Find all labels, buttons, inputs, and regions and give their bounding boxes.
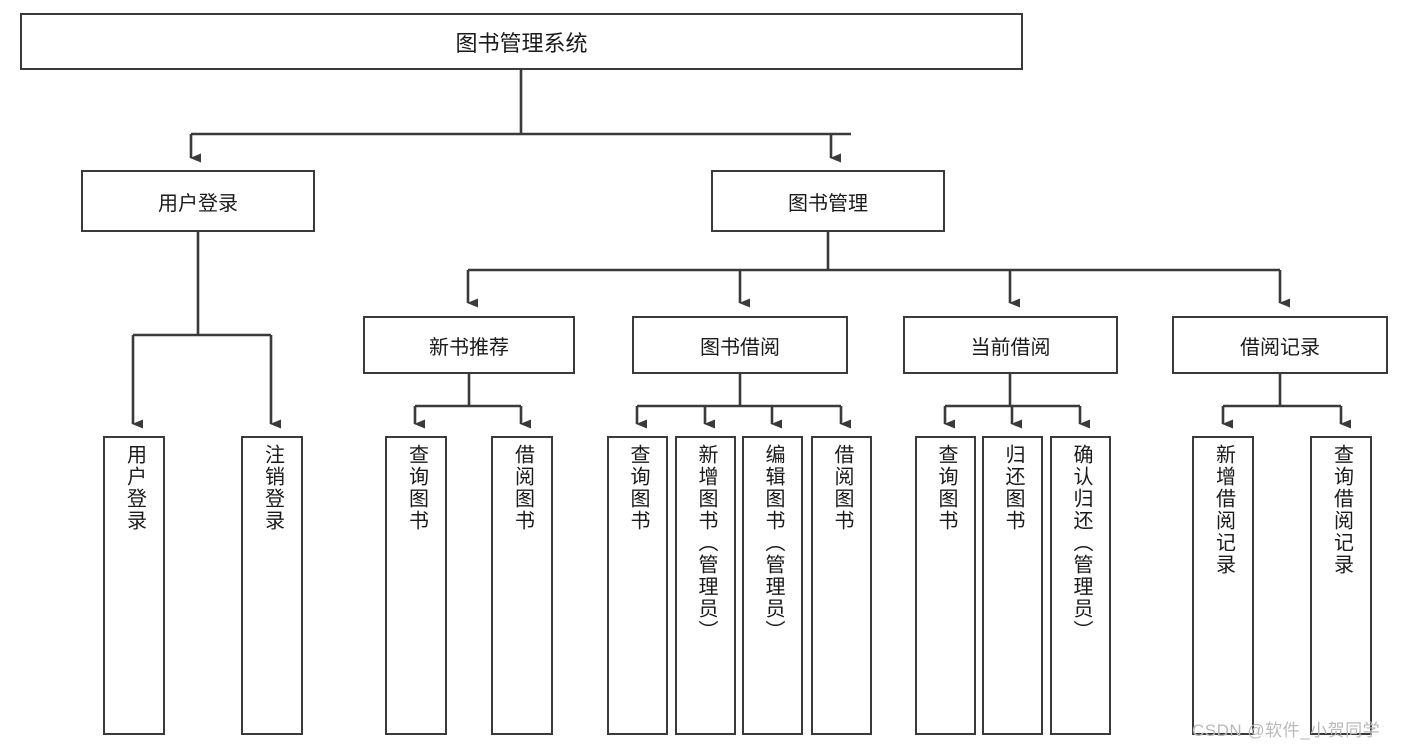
leaf-book-borrow-query-book[interactable]: 查询图书 — [607, 436, 668, 735]
node-label: 查询图书 — [405, 444, 428, 532]
node-label: 注销登录 — [261, 444, 284, 532]
node-borrow-record[interactable]: 借阅记录 — [1172, 316, 1388, 374]
node-label: 查询借阅记录 — [1330, 444, 1353, 576]
node-book-management[interactable]: 图书管理 — [711, 170, 945, 232]
node-label: 归还图书 — [1002, 444, 1024, 532]
leaf-user-login-login[interactable]: 用户登录 — [103, 436, 165, 735]
node-user-login[interactable]: 用户登录 — [81, 170, 315, 232]
leaf-new-book-borrow-book[interactable]: 借阅图书 — [491, 436, 553, 735]
node-label: 用户登录 — [158, 192, 238, 215]
node-label: 图书管理系统 — [455, 30, 588, 56]
node-new-book-recommend[interactable]: 新书推荐 — [363, 316, 575, 374]
leaf-current-borrow-return-book[interactable]: 归还图书 — [982, 436, 1043, 735]
node-label: 图书借阅 — [700, 336, 780, 359]
leaf-borrow-record-add-record[interactable]: 新增借阅记录 — [1192, 436, 1254, 735]
leaf-borrow-record-query-record[interactable]: 查询借阅记录 — [1310, 436, 1372, 735]
node-label: 确认归还（管理员） — [1070, 444, 1092, 642]
node-label: 查询图书 — [627, 444, 649, 532]
node-label: 新书推荐 — [429, 336, 509, 359]
node-book-borrow[interactable]: 图书借阅 — [632, 316, 848, 374]
node-label: 新增借阅记录 — [1212, 444, 1235, 576]
node-label: 借阅记录 — [1240, 336, 1320, 359]
leaf-new-book-query-book[interactable]: 查询图书 — [385, 436, 447, 735]
leaf-user-login-logout[interactable]: 注销登录 — [241, 436, 303, 735]
node-label: 查询图书 — [935, 444, 957, 532]
node-label: 当前借阅 — [970, 336, 1051, 359]
csdn-watermark: CSDN @软件_小贺同学 — [1192, 721, 1381, 740]
node-label: 用户登录 — [123, 444, 146, 532]
leaf-book-borrow-edit-book-admin[interactable]: 编辑图书（管理员） — [742, 436, 803, 735]
leaf-book-borrow-borrow-book[interactable]: 借阅图书 — [811, 436, 872, 735]
node-label: 新增图书（管理员） — [695, 444, 717, 642]
leaf-book-borrow-add-book-admin[interactable]: 新增图书（管理员） — [675, 436, 736, 735]
node-label: 借阅图书 — [511, 444, 534, 532]
leaf-current-borrow-confirm-return-admin[interactable]: 确认归还（管理员） — [1050, 436, 1111, 735]
node-label: 借阅图书 — [831, 444, 853, 532]
node-book-management-system[interactable]: 图书管理系统 — [20, 13, 1023, 70]
node-current-borrow[interactable]: 当前借阅 — [903, 316, 1118, 374]
node-label: 编辑图书（管理员） — [762, 444, 784, 642]
node-label: 图书管理 — [788, 192, 868, 215]
leaf-current-borrow-query-book[interactable]: 查询图书 — [915, 436, 976, 735]
